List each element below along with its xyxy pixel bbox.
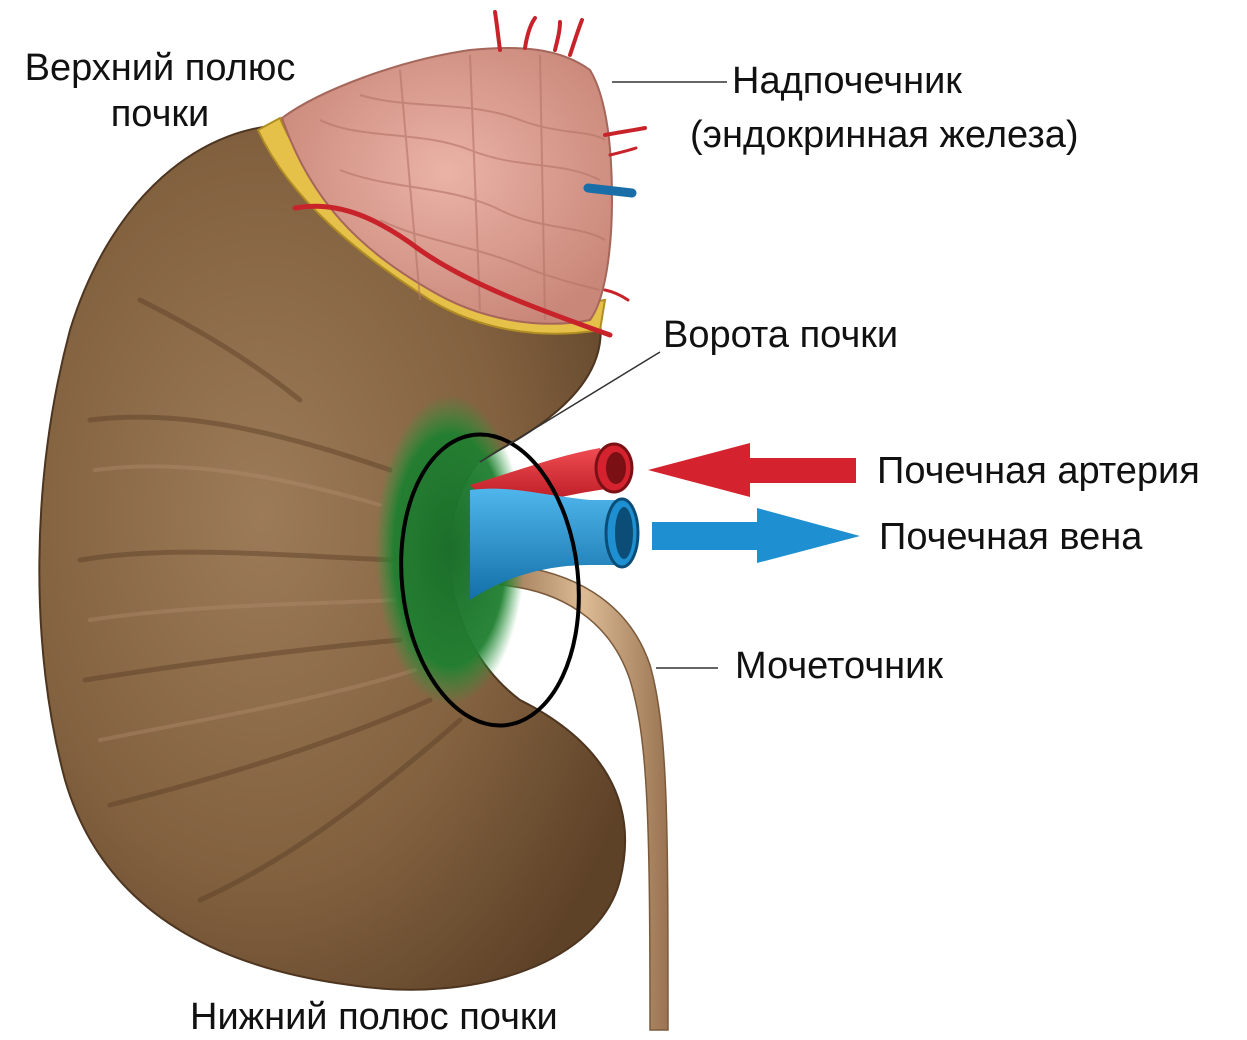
vein-label: Почечная вена [879,514,1142,560]
adrenal-label-line1: Надпочечник [732,58,962,104]
vein-arrow [652,508,860,563]
ureter-label: Мочеточник [735,643,943,689]
upper-pole-label-line1: Верхний полюс [10,45,310,91]
adrenal-label-line2: (эндокринная железа) [690,112,1079,158]
artery-label: Почечная артерия [877,448,1200,494]
lower-pole-label: Нижний полюс почки [190,994,558,1040]
artery-arrow [648,443,856,497]
hilum-label: Ворота почки [663,312,898,358]
upper-pole-label-line2: почки [10,91,310,137]
